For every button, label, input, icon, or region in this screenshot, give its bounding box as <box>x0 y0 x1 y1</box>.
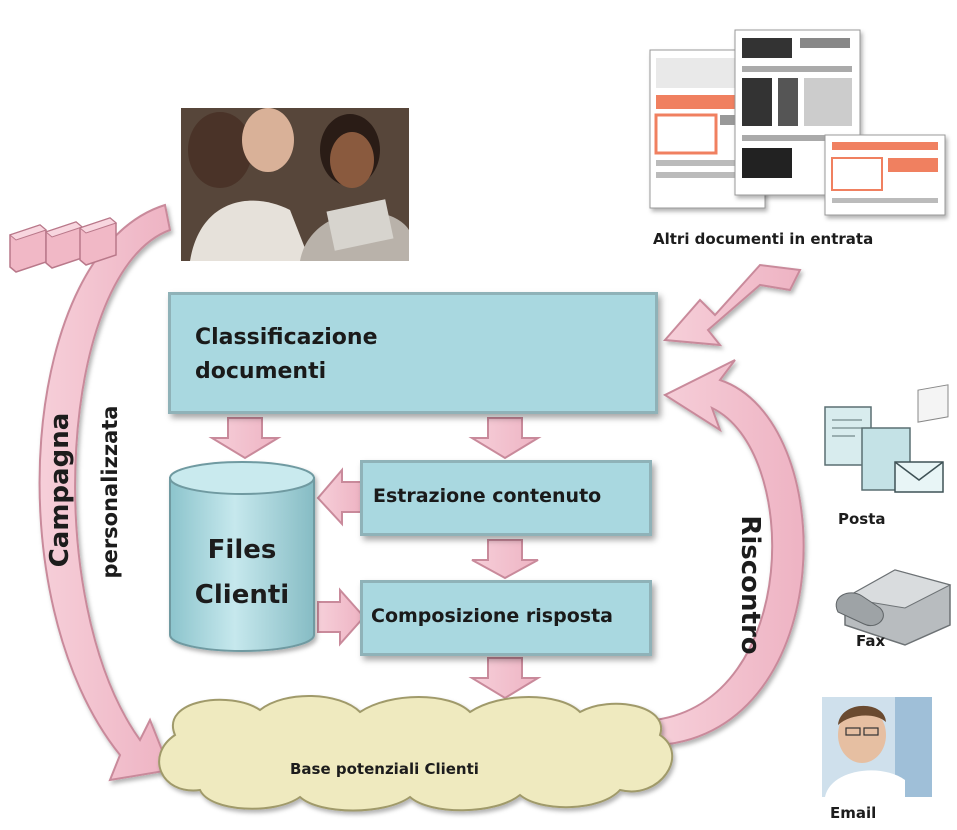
down-arrow-to-db <box>208 417 282 460</box>
down-arrow-to-composition <box>471 539 539 580</box>
classification-box: Classificazione documenti <box>168 292 658 414</box>
right-arc-label: Riscontro <box>735 515 765 655</box>
people-photo <box>181 108 409 261</box>
channel-email-label: Email <box>830 804 877 822</box>
cloud-shape <box>158 694 674 812</box>
left-arc-label-line2: personalizzata <box>98 405 122 579</box>
cloud-label: Base potenziali Clienti <box>290 760 479 778</box>
channel-fax-label: Fax <box>856 632 886 650</box>
down-arrow-to-extraction <box>468 417 542 460</box>
down-arrow-to-cloud <box>468 657 542 700</box>
extraction-label: Estrazione contenuto <box>373 485 602 507</box>
incoming-arrow <box>662 263 802 347</box>
files-db-label-line1: Files <box>207 535 277 565</box>
incoming-docs-label: Altri documenti in entrata <box>653 230 874 248</box>
files-db-label-line2: Clienti <box>194 580 290 610</box>
person-at-computer-icon <box>822 697 932 797</box>
left-arc-label-line1: Campagna <box>45 412 75 568</box>
left-arc-arrow <box>38 203 172 782</box>
composition-label: Composizione risposta <box>371 605 613 627</box>
incoming-documents-image <box>649 29 946 216</box>
classification-label-line2: documenti <box>195 359 327 384</box>
channel-posta-label: Posta <box>838 510 886 528</box>
extraction-box: Estrazione contenuto <box>360 460 652 536</box>
paper-stack-icon <box>8 217 118 273</box>
classification-label-line1: Classificazione <box>195 325 378 350</box>
right-arc-arrow <box>653 359 805 747</box>
composition-box: Composizione risposta <box>360 580 652 656</box>
right-arrow-to-composition <box>317 587 366 647</box>
fax-icon <box>835 384 952 646</box>
left-arrow-to-db <box>316 467 363 527</box>
envelope-icon <box>824 406 944 493</box>
files-db-cylinder <box>169 461 315 652</box>
